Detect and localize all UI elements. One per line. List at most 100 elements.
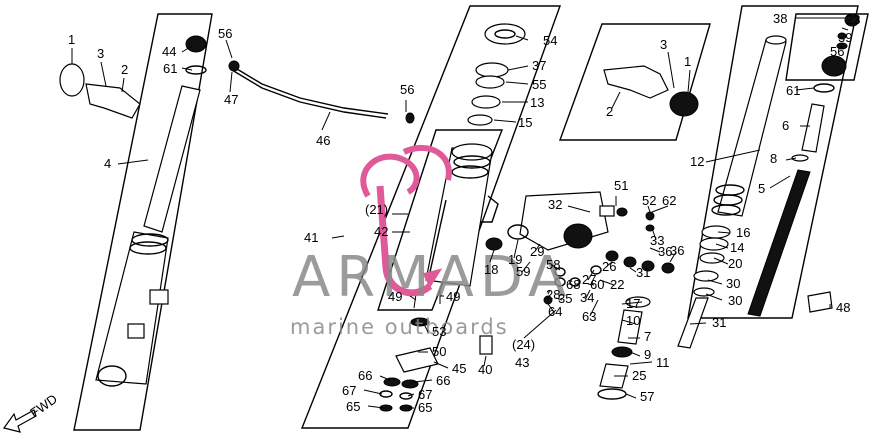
leader-line-7 bbox=[229, 71, 233, 93]
callout-label: 46 bbox=[316, 133, 330, 148]
callout-label: 14 bbox=[730, 240, 744, 255]
leader-line-51 bbox=[535, 243, 541, 251]
leader-line-67 bbox=[409, 295, 417, 301]
dust-seal bbox=[484, 23, 526, 45]
callout-label: 40 bbox=[478, 362, 492, 377]
leader-line-15 bbox=[667, 51, 675, 89]
leader-line-76 bbox=[367, 405, 385, 409]
leader-line-55 bbox=[551, 264, 561, 271]
callout-label: 49 bbox=[388, 289, 402, 304]
callout-label: 41 bbox=[304, 230, 318, 245]
upper-damper-panel bbox=[377, 129, 504, 311]
leader-line-38 bbox=[707, 279, 723, 285]
leader-line-24 bbox=[785, 157, 797, 161]
callout-label: 31 bbox=[636, 265, 650, 280]
leader-line-53 bbox=[669, 251, 677, 263]
leader-line-75 bbox=[407, 393, 415, 397]
fork-top-cap-ring bbox=[185, 65, 207, 75]
right-reservoir-parts bbox=[603, 65, 699, 117]
callout-label: 17 bbox=[626, 296, 640, 311]
callout-label: 49 bbox=[446, 289, 460, 304]
leader-line-4 bbox=[181, 45, 193, 53]
leader-line-41 bbox=[621, 319, 637, 325]
leader-line-64 bbox=[547, 303, 555, 313]
cap-kit-parts bbox=[801, 13, 860, 313]
callout-label: 35 bbox=[558, 291, 572, 306]
callout-label: 8 bbox=[770, 151, 777, 166]
fork-top-cap bbox=[185, 35, 207, 53]
callout-label: 66 bbox=[358, 368, 372, 383]
callout-label: 59 bbox=[516, 264, 530, 279]
leader-line-5 bbox=[181, 67, 193, 71]
callout-label: 68 bbox=[566, 277, 580, 292]
callout-label: 39 bbox=[838, 30, 852, 45]
reservoir-inset-panel bbox=[559, 23, 711, 141]
leader-line-1 bbox=[100, 61, 107, 87]
watermark-tagline: marine outboards bbox=[290, 315, 509, 339]
callout-label: 43 bbox=[515, 355, 529, 370]
callout-label: 3 bbox=[660, 37, 667, 52]
leader-line-58 bbox=[599, 279, 615, 286]
leader-line-78 bbox=[483, 355, 487, 367]
leader-line-12 bbox=[505, 81, 529, 85]
callout-label: (21) bbox=[365, 202, 388, 217]
damper-housing bbox=[425, 143, 499, 287]
callout-label: 1 bbox=[68, 32, 75, 47]
leader-line-3 bbox=[117, 159, 149, 165]
callout-label: 26 bbox=[602, 259, 616, 274]
callout-label: 25 bbox=[632, 368, 646, 383]
leader-line-26 bbox=[705, 149, 761, 163]
leader-line-57 bbox=[629, 267, 637, 273]
callout-label: 2 bbox=[606, 104, 613, 119]
leader-line-25 bbox=[769, 175, 791, 189]
callout-label: 27 bbox=[582, 272, 596, 287]
left-fork-leg bbox=[95, 35, 207, 387]
callout-label: 42 bbox=[374, 224, 388, 239]
callout-label: 47 bbox=[224, 92, 238, 107]
callout-label: 58 bbox=[546, 257, 560, 272]
leader-line-32 bbox=[651, 205, 669, 213]
leader-line-16 bbox=[611, 91, 621, 109]
callout-label: 56 bbox=[830, 44, 844, 59]
callout-label: 6 bbox=[782, 118, 789, 133]
watermark-brand: ARMADA bbox=[292, 245, 572, 310]
callout-label: 12 bbox=[690, 154, 704, 169]
reservoir-cap bbox=[59, 63, 85, 97]
fork-tube bbox=[143, 85, 201, 233]
fork-spring bbox=[747, 154, 811, 317]
callout-label: 4 bbox=[104, 156, 111, 171]
callout-label: 54 bbox=[543, 33, 557, 48]
leader-line-10 bbox=[515, 35, 529, 41]
slide-bushing bbox=[471, 95, 501, 109]
center-top-seals bbox=[467, 23, 526, 126]
leader-line-69 bbox=[423, 323, 429, 333]
callout-label: 37 bbox=[532, 58, 546, 73]
callout-label: 33 bbox=[650, 233, 664, 248]
callout-label: 63 bbox=[582, 309, 596, 324]
callout-label: 30 bbox=[728, 293, 742, 308]
callout-label: 1 bbox=[684, 54, 691, 69]
callout-label: 7 bbox=[644, 329, 651, 344]
leader-line-31 bbox=[647, 205, 651, 213]
leader-line-54 bbox=[521, 261, 531, 273]
callout-label: 29 bbox=[530, 244, 544, 259]
axle-boss bbox=[97, 365, 127, 387]
leader-line-65 bbox=[589, 299, 599, 317]
guide-ring bbox=[467, 114, 493, 126]
leader-line-14 bbox=[493, 119, 517, 123]
callout-label: 22 bbox=[610, 277, 624, 292]
callout-label: 28 bbox=[546, 287, 560, 302]
armada-watermark: ARMADA marine outboards bbox=[290, 145, 572, 339]
right-fork-leg bbox=[597, 35, 787, 400]
air-hose bbox=[228, 60, 415, 124]
panel-outlines bbox=[73, 5, 869, 431]
fwd-label: FWD bbox=[27, 391, 60, 420]
right-reservoir-cap bbox=[669, 91, 699, 117]
oil-seal bbox=[475, 62, 509, 78]
leader-line-63 bbox=[555, 297, 563, 301]
callout-label: 51 bbox=[614, 178, 628, 193]
leader-line-72 bbox=[379, 375, 391, 381]
leader-line-62 bbox=[585, 289, 591, 299]
callout-label: 3 bbox=[97, 46, 104, 61]
